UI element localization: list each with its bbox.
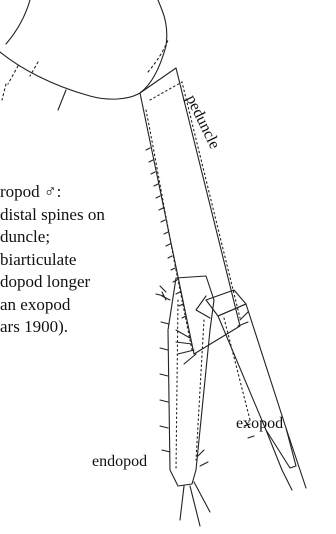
caption-line: an exopod [0,294,170,317]
caption-line: biarticulate [0,249,170,272]
caption-line: distal spines on [0,204,170,227]
caption-line: ropod ♂: [0,181,170,204]
figure-caption: ropod ♂: distal spines on duncle; biarti… [0,181,170,339]
caption-line: ars 1900). [0,316,170,339]
exopod-segment [206,290,306,490]
endopod-label: endopod [92,453,147,470]
exopod-label: exopod [236,415,283,432]
peduncle-label: peduncle [182,92,223,151]
caption-line: duncle; [0,226,170,249]
caption-line: dopod longer [0,271,170,294]
body-segment [0,0,168,110]
